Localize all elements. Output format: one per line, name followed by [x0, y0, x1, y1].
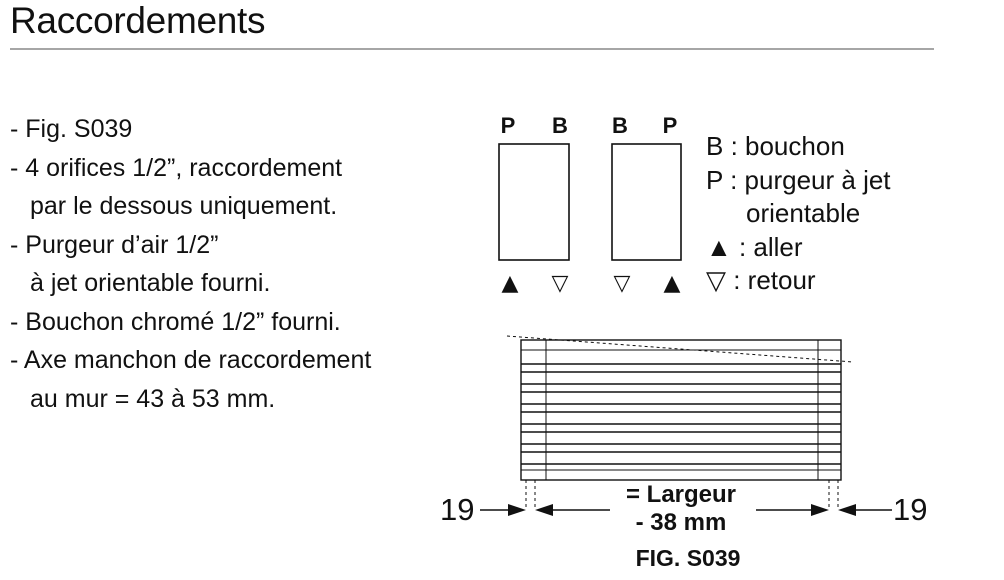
legend-item-purgeur: P : purgeur à jet	[706, 164, 891, 195]
legend-item-bouchon: B : bouchon	[706, 131, 845, 161]
aller-symbol: ▲	[502, 271, 519, 296]
aller-symbol: ▲	[664, 271, 681, 296]
top-label: B	[612, 113, 628, 138]
dimension-arrows	[480, 504, 892, 516]
spec-item: - Axe manchon de raccordement	[10, 346, 372, 374]
spec-item: - 4 orifices 1/2”, raccordement	[10, 153, 343, 182]
spec-item: par le dessous uniquement.	[30, 192, 338, 220]
spec-item: - Fig. S039	[10, 115, 133, 143]
top-label: B	[552, 113, 568, 138]
dimension-left: 19	[440, 492, 474, 527]
spec-item: à jet orientable fourni.	[30, 269, 271, 297]
legend-item-retour: ▽ : retour	[706, 265, 816, 295]
spec-item: - Bouchon chromé 1/2” fourni.	[10, 307, 341, 336]
module-right-outline	[611, 143, 682, 261]
retour-symbol: ▽	[614, 271, 631, 296]
spec-item: - Purgeur d’air 1/2”	[10, 230, 219, 259]
module-left-outline	[498, 143, 570, 261]
figure-caption: FIG. S039	[636, 545, 741, 571]
retour-symbol: ▽	[552, 271, 569, 296]
title-divider	[10, 48, 934, 50]
radiator-front-view	[506, 335, 854, 510]
top-label: P	[501, 113, 516, 138]
legend-item-aller: ▲ : aller	[706, 231, 803, 262]
width-label-line1: = Largeur	[626, 481, 736, 508]
spec-list: - Fig. S039 - 4 orifices 1/2”, raccordem…	[10, 110, 371, 418]
connection-legend: B : bouchon P : purgeur à jet orientable…	[706, 130, 891, 298]
spec-item: au mur = 43 à 53 mm.	[30, 384, 276, 413]
width-label-line2: - 38 mm	[636, 509, 727, 536]
page-title: Raccordements	[10, 0, 266, 41]
legend-item-purgeur-cont: orientable	[746, 198, 861, 228]
dimension-right: 19	[893, 492, 927, 527]
top-label: P	[663, 113, 678, 138]
